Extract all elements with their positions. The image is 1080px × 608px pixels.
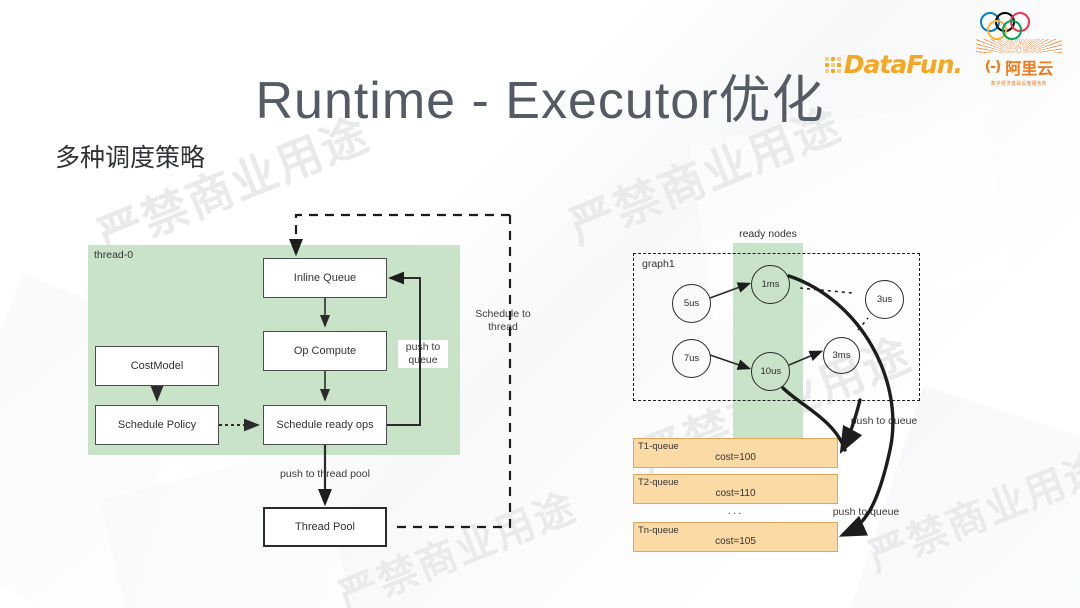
- edge-label-push-to-queue: push to queue: [398, 340, 448, 369]
- graph-label: graph1: [642, 258, 675, 270]
- node-cost-model-label: CostModel: [130, 360, 184, 372]
- node-op-compute-label: Op Compute: [293, 345, 357, 357]
- graph-boundary: [633, 253, 920, 401]
- edge-label-push-to-queue-line1: push to: [405, 341, 441, 353]
- node-op-compute[interactable]: Op Compute: [263, 331, 387, 371]
- datafun-logo: DataFun.: [824, 50, 963, 87]
- node-schedule-ready-ops-label: Schedule ready ops: [276, 419, 374, 431]
- graph-node-3ms-label: 3ms: [832, 349, 851, 361]
- page-title: Runtime - Executor优化: [255, 72, 825, 130]
- thread-label: thread-0: [94, 249, 134, 261]
- graph-node-5us-label: 5us: [683, 297, 700, 309]
- alicloud-name: 阿里云: [1005, 59, 1054, 78]
- alicloud-logo: (-) 阿里云 数字经济基础设施服务商: [976, 12, 1062, 87]
- graph-node-3us-label: 3us: [876, 293, 893, 305]
- queue-bar-tn[interactable]: Tn-queue cost=105: [633, 522, 838, 552]
- ready-nodes-label: ready nodes: [739, 228, 797, 240]
- node-cost-model[interactable]: CostModel: [95, 346, 219, 386]
- logo-group: DataFun. (-) 阿里云 数字经济基础设施服务商: [824, 12, 1062, 87]
- node-schedule-policy[interactable]: Schedule Policy: [95, 405, 219, 445]
- graph-node-3us[interactable]: 3us: [865, 280, 904, 319]
- edge-label-push-to-queue-line2: queue: [408, 354, 438, 367]
- datafun-logo-text: DataFun.: [843, 50, 963, 79]
- graph-node-1ms-label: 1ms: [761, 278, 780, 290]
- graph-node-3ms[interactable]: 3ms: [823, 337, 860, 374]
- node-thread-pool-label: Thread Pool: [295, 521, 355, 533]
- datafun-dots-icon: [824, 56, 841, 73]
- queue-bar-t1[interactable]: T1-queue cost=100: [633, 438, 838, 468]
- node-inline-queue-label: Inline Queue: [293, 272, 357, 284]
- olympic-rings-icon: [980, 12, 1058, 40]
- datafun-wordmark: DataFun: [843, 50, 955, 79]
- graph-node-7us[interactable]: 7us: [672, 339, 711, 378]
- queue-bar-t2-name: T2-queue: [638, 477, 679, 488]
- sunburst-icon: [976, 39, 1062, 53]
- edge-label-schedule-to-thread-line1: Schedule to: [475, 308, 531, 320]
- graph-node-1ms[interactable]: 1ms: [751, 265, 790, 304]
- node-schedule-policy-label: Schedule Policy: [117, 419, 197, 431]
- edge-label-schedule-to-thread-line2: thread: [488, 321, 518, 334]
- node-thread-pool[interactable]: Thread Pool: [263, 507, 387, 547]
- queue-bar-t1-name: T1-queue: [638, 441, 679, 452]
- queue-bar-t1-cost: cost=100: [715, 452, 756, 463]
- alicloud-tagline: 数字经济基础设施服务商: [990, 81, 1048, 88]
- queue-bar-tn-name: Tn-queue: [638, 525, 679, 536]
- node-inline-queue[interactable]: Inline Queue: [263, 258, 387, 298]
- graph-node-10us[interactable]: 10us: [751, 352, 790, 391]
- queue-bar-t2-cost: cost=110: [715, 488, 756, 499]
- edge-label-push-to-queue-bottom: push to queue: [832, 506, 900, 518]
- edge-label-push-to-thread-pool: push to thread pool: [280, 468, 370, 480]
- datafun-period: .: [953, 50, 963, 79]
- queue-ellipsis: ...: [727, 503, 744, 517]
- graph-node-5us[interactable]: 5us: [672, 284, 711, 323]
- node-schedule-ready-ops[interactable]: Schedule ready ops: [263, 405, 387, 445]
- queue-bar-tn-cost: cost=105: [715, 536, 756, 547]
- alicloud-wordmark: (-) 阿里云: [981, 54, 1058, 80]
- graph-node-10us-label: 10us: [760, 365, 782, 377]
- queue-bar-t2[interactable]: T2-queue cost=110: [633, 474, 838, 504]
- edge-label-schedule-to-thread: Schedule to thread: [467, 308, 539, 334]
- page-subtitle: 多种调度策略: [55, 143, 206, 172]
- alicloud-mark-icon: (-): [984, 59, 1002, 75]
- graph-node-7us-label: 7us: [683, 352, 700, 364]
- edge-label-push-to-queue-top: push to queue: [850, 415, 918, 427]
